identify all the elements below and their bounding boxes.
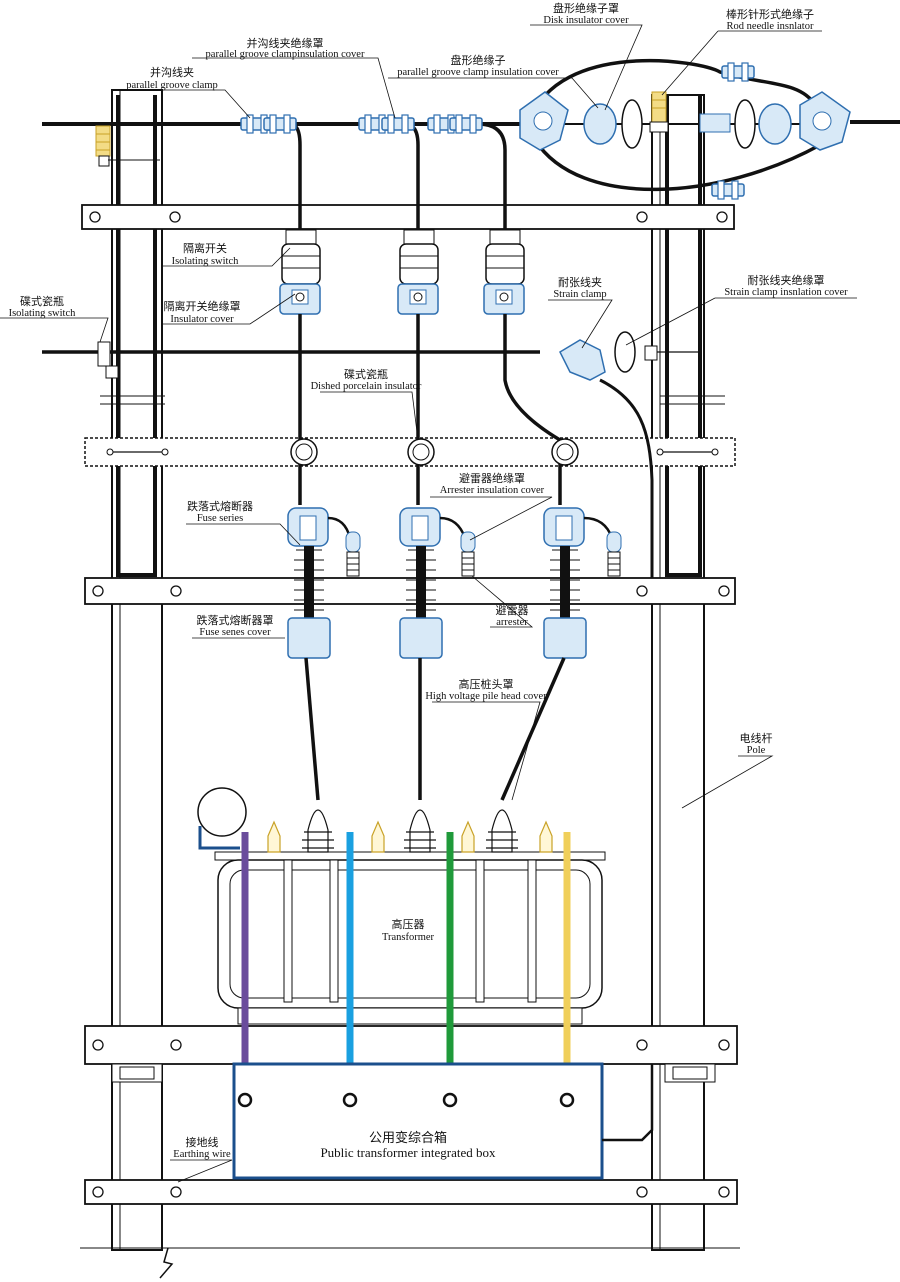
label-en: Disk insulator cover [543,15,629,26]
phase-cables [241,832,571,1092]
isolating-switch-1 [279,229,321,315]
label-disk-insulator: 盘形绝缘子 parallel groove clamp insulation c… [397,53,559,78]
arrester-2 [460,531,476,577]
crossarm-bottom [84,1179,738,1205]
fuse-3 [543,507,614,659]
label-strain-clamp-cover: 耐张线夹绝缘罩 Strain clamp insnlation cover [724,273,848,298]
label-dished-porcelain-insulator: 碟式瓷瓶 Dished porcelain insulator [311,367,422,392]
label-en: parallel groove clamp insulation cover [397,67,559,78]
label-zh: 避雷器绝缘罩 [459,471,525,485]
label-en: Earthing wire [173,1149,231,1160]
left-pole-bracket [116,95,157,577]
crossarm-top [81,204,735,230]
fuse-to-transformer-wires [304,657,566,801]
label-zh: 高压器 [392,917,425,931]
label-earthing-wire: 接地线 Earthing wire [173,1135,231,1160]
label-zh: 盘形绝缘子 [451,53,506,67]
label-en: Dished porcelain insulator [311,381,422,392]
crossarm-transformer [84,1025,738,1083]
label-en: Isolating switch [9,308,77,319]
label-zh: 并沟线夹 [150,65,194,79]
label-en: Isolating switch [172,256,240,267]
label-zh: 避雷器 [496,603,529,617]
label-fuse-series-cover: 跌落式熔断器罩 Fuse senes cover [197,613,274,638]
label-zh: 跌落式熔断器罩 [197,613,274,627]
right-pole-bracket [665,95,702,577]
label-en: Fuse senes cover [199,627,271,638]
label-en: Arrester insulation cover [440,485,545,496]
top-left-yellow-insulator [95,125,160,167]
label-parallel-groove-clamp-cover: 并沟线夹绝缘罩 parallel groove clampinsulation … [206,36,365,60]
transformer [197,787,606,1025]
label-zh: 棒形针形式绝缘子 [726,7,814,21]
label-isolating-switch: 隔离开关 Isolating switch [172,241,240,267]
label-zh: 跌落式熔断器 [187,499,253,513]
label-zh: 电线杆 [740,731,773,745]
label-zh: 隔离开关 [183,241,227,255]
label-zh: 盘形绝缘子罩 [553,1,619,15]
isolating-switch-2 [397,229,439,315]
label-hv-pile-head-cover: 高压桩头罩 High voltage pile head cover [425,677,547,702]
strain-conductor [42,331,725,578]
arrester-3 [606,531,622,577]
label-zh: 隔离开关绝缘罩 [164,299,241,313]
label-zh: 碟式瓷瓶 [344,367,388,381]
label-arrester: 避雷器 arrester [496,603,529,628]
label-fuse-series: 跌落式熔断器 Fuse series [187,499,253,524]
label-butterfly-porcelain-bottle: 碟式瓷瓶 Isolating switch [9,294,77,319]
label-zh: 接地线 [186,1135,219,1149]
fuse-1 [287,507,352,659]
label-en: Strain clamp [553,289,606,300]
drop-wires [298,314,562,505]
leader-lines [0,24,857,1183]
disk-insulator-assembly [519,91,851,151]
label-strain-clamp: 耐张线夹 Strain clamp [553,275,606,300]
label-en: Strain clamp insnlation cover [724,287,848,298]
dished-porcelain-insulators [290,438,579,466]
label-zh: 高压桩头罩 [459,677,514,691]
label-integrated-box: 公用变综合箱 Public transformer integrated box [320,1130,496,1160]
label-zh: 耐张线夹绝缘罩 [748,273,825,287]
label-zh: 耐张线夹 [558,275,602,289]
label-en: Pole [747,745,766,756]
label-en: Transformer [382,932,435,943]
label-zh: 并沟线夹绝缘罩 [247,36,324,50]
label-en: Fuse series [197,513,243,524]
arrester-1 [345,531,361,577]
label-rod-needle-insulator: 棒形针形式绝缘子 Rod needle insnlator [726,7,814,32]
label-en: parallel groove clamp [126,80,218,91]
label-transformer: 高压器 Transformer [382,917,435,943]
label-en: Public transformer integrated box [320,1145,496,1160]
label-disk-insulator-cover: 盘形绝缘子罩 Disk insulator cover [543,1,629,26]
earthing-wire-end [159,1247,174,1279]
label-en: Insulator cover [170,314,234,325]
fuse-2 [399,507,467,659]
label-zh: 碟式瓷瓶 [20,294,64,308]
label-en: High voltage pile head cover [425,691,547,702]
label-pole: 电线杆 Pole [740,731,773,756]
label-en: Rod needle insnlator [727,21,814,32]
integrated-box [232,1062,654,1180]
label-zh: 公用变综合箱 [369,1130,447,1145]
label-isolating-switch-cover: 隔离开关绝缘罩 Insulator cover [164,299,241,325]
label-en: parallel groove clampinsulation cover [206,49,365,60]
label-en: arrester [496,617,528,628]
label-arrester-insulation-cover: 避雷器绝缘罩 Arrester insulation cover [440,471,545,496]
crossarm-insulator [84,437,736,467]
isolating-switch-3 [483,229,525,315]
label-parallel-groove-clamp: 并沟线夹 parallel groove clamp [126,65,218,91]
